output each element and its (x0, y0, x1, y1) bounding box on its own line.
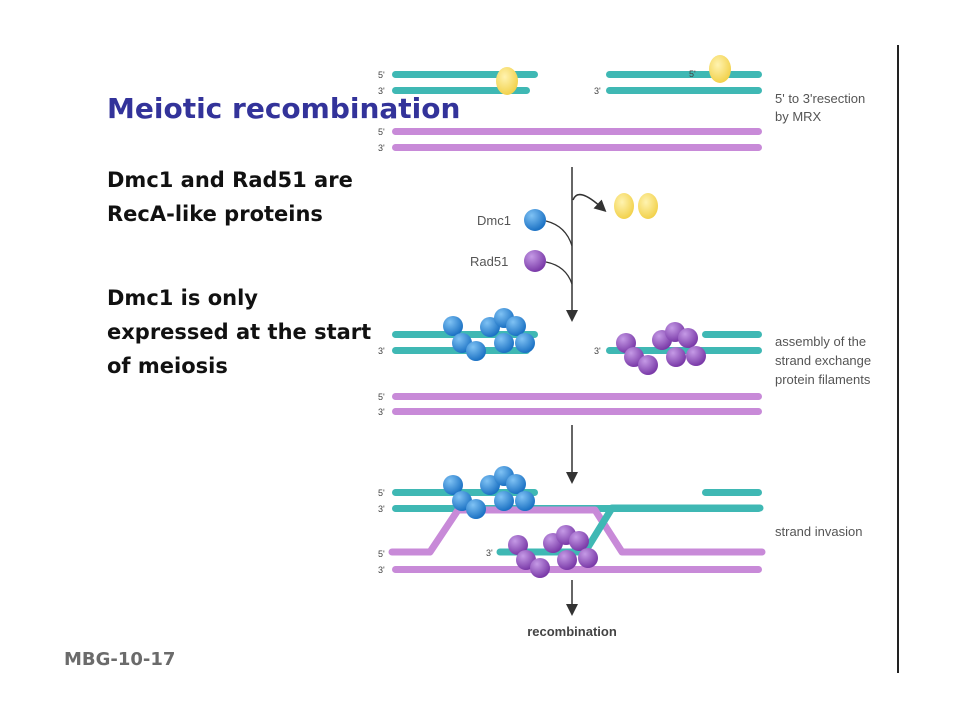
end-label-3: 3' (378, 143, 385, 153)
step-resection: 5' 3' 5' 3' 5' 3' 5' to 3'resection by M… (378, 55, 865, 153)
teal-strand (702, 331, 762, 338)
dmc1-filament (443, 308, 535, 361)
end-label-3: 3' (594, 86, 601, 96)
step-invasion: 5' 3' 3' 5' 3' strand invasion (378, 466, 862, 578)
step-label-assembly-3: protein filaments (775, 372, 871, 387)
divider-line (897, 45, 899, 673)
result-label: recombination (527, 624, 617, 639)
join-line (545, 220, 573, 247)
purple-strand (392, 393, 762, 400)
dmc1-protein (524, 209, 546, 231)
end-label-3: 3' (378, 407, 385, 417)
bullet-2-line-1: Dmc1 is only (107, 286, 258, 310)
step-label-resection-1: 5' to 3'resection (775, 91, 865, 106)
end-label-5: 5' (378, 127, 385, 137)
invading-teal-strand (496, 504, 764, 556)
step-label-invasion: strand invasion (775, 524, 862, 539)
end-label-3: 3' (378, 504, 385, 514)
teal-strand (702, 489, 762, 496)
released-mrx (638, 193, 658, 219)
rad51-filament (616, 322, 706, 375)
slide-title: Meiotic recombination (107, 92, 461, 125)
purple-strand (392, 566, 762, 573)
end-label-3: 3' (594, 346, 601, 356)
end-label-5: 5' (689, 69, 696, 79)
teal-strand (606, 87, 762, 94)
teal-strand (606, 71, 762, 78)
step-label-resection-2: by MRX (775, 109, 822, 124)
teal-strand (392, 87, 530, 94)
bullet-2-line-3: of meiosis (107, 354, 228, 378)
teal-strand (606, 347, 762, 354)
end-label-3: 3' (378, 86, 385, 96)
end-label-5: 5' (378, 392, 385, 402)
step-label-assembly-2: strand exchange (775, 353, 871, 368)
end-label-5: 5' (378, 70, 385, 80)
purple-strand (392, 144, 762, 151)
bullet-2: Dmc1 is only expressed at the start of m… (107, 281, 371, 383)
bullet-1: Dmc1 and Rad51 are RecA-like proteins (107, 163, 353, 231)
dmc1-filament (443, 466, 535, 519)
bullet-1-line-1: Dmc1 and Rad51 are (107, 168, 353, 192)
step-assembly: 3' 3' 5' 3' assembly of the strand excha… (378, 308, 871, 417)
end-label-3: 3' (378, 565, 385, 575)
slide-footer: MBG-10-17 (64, 649, 176, 670)
join-line (545, 261, 573, 285)
purple-strand (392, 128, 762, 135)
release-arrow (572, 193, 607, 213)
mrx-protein (709, 55, 731, 83)
mrx-protein (496, 67, 518, 95)
end-label-5: 5' (378, 549, 385, 559)
rad51-protein (524, 250, 546, 272)
end-label-5: 5' (378, 488, 385, 498)
step-label-assembly-1: assembly of the (775, 334, 866, 349)
arrow-loading: Dmc1 Rad51 (470, 167, 658, 322)
released-mrx (614, 193, 634, 219)
rad51-filament (508, 525, 598, 578)
rad51-label: Rad51 (470, 254, 508, 269)
end-label-3: 3' (378, 346, 385, 356)
purple-strand (392, 408, 762, 415)
end-label-3: 3' (486, 548, 493, 558)
dmc1-label: Dmc1 (477, 213, 511, 228)
bullet-1-line-2: RecA-like proteins (107, 202, 323, 226)
bullet-2-line-2: expressed at the start (107, 320, 372, 344)
